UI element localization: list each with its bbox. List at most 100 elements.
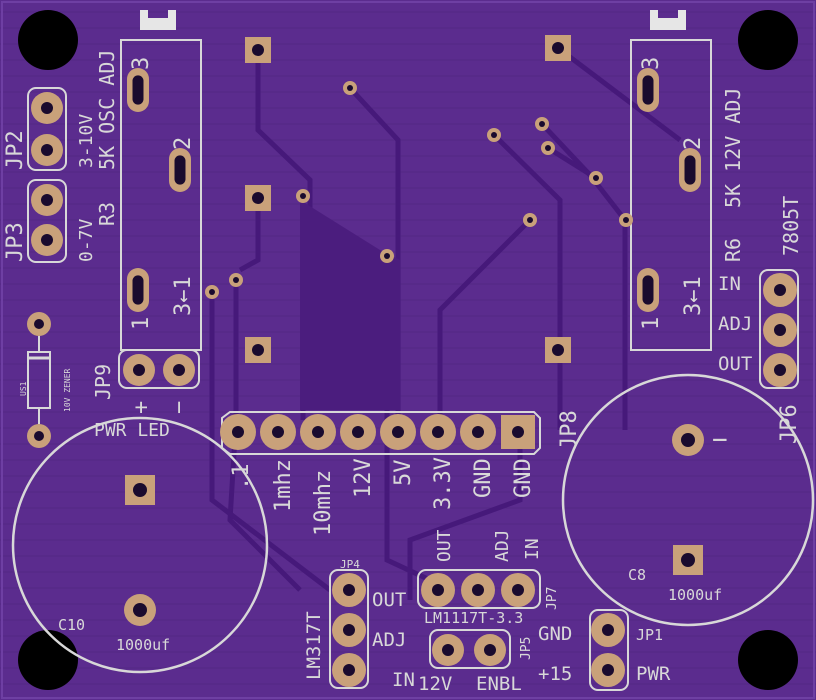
jp5-pad-enbl-drill [484,644,496,656]
jp4-pad-in-drill [343,664,355,676]
r6-pin3-label: 3 [639,57,664,70]
r6-adjuster-tab [650,10,686,30]
lm-adj-label: ADJ [492,529,513,562]
jp1-gnd-label: GND [538,623,572,645]
r3-value-label: 5K OSC ADJ [95,50,119,170]
header-pad-2-drill [272,426,284,438]
r3-pad-1-slot [132,275,144,305]
hdr-33v-label: 3.3V [431,457,456,510]
jp6-pad-in-drill [774,284,786,296]
r6-pad-2-slot [684,155,696,185]
r3-adjuster-tab [140,10,176,30]
jp6-label: JP6 [777,404,802,444]
jp5-label: JP5 [519,637,534,660]
header-pad-4-drill [352,426,364,438]
u-pad-5-drill [552,344,564,356]
u-pad-2-drill [552,42,564,54]
jp5-12v-label: 12V [418,673,452,695]
c10-value-label: 1000uf [116,636,170,654]
connector-outlines [27,87,799,691]
jp5-pad-12v-drill [442,644,454,656]
jp2-range-label: 3-10V [76,114,97,168]
hdr-12v-label: 12V [351,458,376,498]
hdr-1mhz-label: 1mhz [271,459,296,512]
c8-pad-plus-drill [681,553,695,567]
c8-outline [561,373,815,627]
r6-pad-3-slot [642,75,654,105]
jp6-adj-label: ADJ [718,313,752,335]
lm1117-pad-out-drill [432,584,444,596]
copper-traces [209,46,682,600]
lm317-label: LM317T [303,611,325,680]
silkscreen: JP2 JP3 3-10V 0-7V R3 5K OSC ADJ 3 2 1 3… [3,50,803,695]
jp3-pad-1-drill [41,194,53,206]
r6-label: R6 [721,238,745,262]
jp9-label: JP9 [91,364,115,400]
r3-pin3-label: 3 [129,57,154,70]
r3-arrow-label: 3←1 [171,276,196,316]
jp3-label: JP3 [3,222,28,262]
reg-7805-label: 7805T [779,196,803,256]
c8-pad-minus-drill [681,433,695,447]
us1-label: US1 [19,381,28,396]
jp2-pad-1-drill [41,102,53,114]
r6-pad-1-slot [642,275,654,305]
mounting-hole-tr [738,10,798,70]
lm1117-pad-in-drill [512,584,524,596]
hdr-gnd2-label: GND [511,458,536,498]
jp1-pwr-label: PWR [636,663,671,685]
minus-label: − [167,401,192,414]
jp4-label: JP4 [340,558,360,571]
r3-pin2-label: 2 [171,137,196,150]
jp1-label: JP1 [636,626,663,644]
header-pad-7-drill [472,426,484,438]
r6-pin1-label: 1 [639,317,664,330]
u-pad-3-drill [252,192,264,204]
r6-arrow-label: 3←1 [681,276,706,316]
header-pad-6-drill [432,426,444,438]
r6-value-label: 5K 12V ADJ [721,88,745,208]
jp8-label: JP8 [557,410,582,450]
header-pad-8-drill [512,426,524,438]
jp1-pad-gnd-drill [602,624,614,636]
c8-label: C8 [628,566,646,584]
mounting-hole-br [738,630,798,690]
r3-label: R3 [95,202,119,226]
jp2-pad-2-drill [41,144,53,156]
jp7-label: JP7 [545,587,560,610]
lm-out-label: OUT [434,529,455,562]
plus-label: + [129,401,154,414]
jp4-pad-adj-drill [343,624,355,636]
c10-pad-minus-drill [133,603,147,617]
header-pad-5-drill [392,426,404,438]
lm1117-pad-adj-drill [472,584,484,596]
r3-pin1-label: 1 [129,317,154,330]
hdr-01-label: .1 [229,464,254,491]
jp2-label: JP2 [3,130,28,170]
pads [27,35,797,687]
zener-pad-2-drill [34,431,44,441]
jp9-pad-2-drill [173,364,185,376]
c8-value-label: 1000uf [668,586,722,604]
jp1-plus15-label: +15 [538,663,572,685]
pwr-led-label: PWR LED [94,420,170,441]
mounting-hole-bl [18,630,78,690]
c10-pad-plus-drill [133,483,147,497]
u-pad-4-drill [252,344,264,356]
jp4-pad-out-drill [343,584,355,596]
hdr-5v-label: 5V [391,460,416,487]
jp4-adj-label: ADJ [372,629,406,651]
jp6-pad-out-drill [774,364,786,376]
jp9-pad-1-drill [133,364,145,376]
mounting-holes [18,10,798,690]
zener-pad-1-drill [34,319,44,329]
c10-label: C10 [58,616,85,634]
hdr-10mhz-label: 10mhz [311,470,336,536]
jp6-in-label: IN [718,273,741,295]
header-pad-1-drill [232,426,244,438]
header-pad-3-drill [312,426,324,438]
u-pad-1-drill [252,44,264,56]
jp6-out-label: OUT [718,353,752,375]
